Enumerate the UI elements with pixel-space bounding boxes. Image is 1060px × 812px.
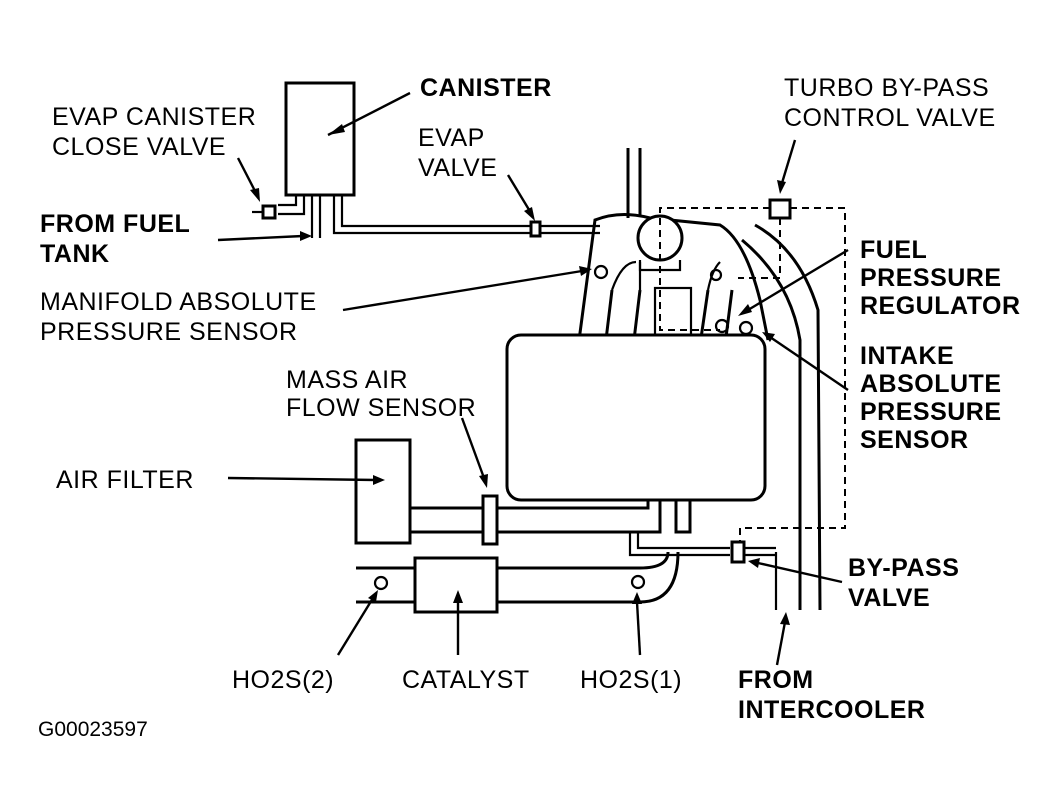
manifold-port	[709, 268, 723, 282]
label-evap-valve-1: EVAP	[418, 124, 485, 152]
fuel-pressure-regulator-port	[714, 318, 730, 334]
figure-id: G00023597	[38, 718, 148, 741]
label-from-fuel-tank-1: FROM FUEL	[40, 210, 190, 238]
label-evap-canister-close-valve-2: CLOSE VALVE	[52, 133, 226, 161]
canister-port-mid	[310, 196, 322, 238]
label-fuel-pressure-regulator-2: PRESSURE	[860, 264, 1002, 292]
label-from-intercooler-2: INTERCOOLER	[738, 696, 925, 724]
label-bypass-valve-2: VALVE	[848, 584, 930, 612]
label-turbo-bypass-2: CONTROL VALVE	[784, 104, 996, 132]
label-ho2s1: HO2S(1)	[580, 666, 682, 694]
intake-manifold	[576, 213, 770, 349]
label-intake-absolute-2: ABSOLUTE	[860, 370, 1002, 398]
label-evap-canister-close-valve-1: EVAP CANISTER	[52, 103, 256, 131]
canister-purge-line	[332, 196, 532, 235]
exhaust-pipe	[356, 551, 680, 604]
canister-body	[284, 81, 356, 197]
evap-canister-close-valve	[261, 204, 277, 220]
label-evap-valve-2: VALVE	[418, 154, 497, 182]
label-air-filter: AIR FILTER	[56, 466, 194, 494]
label-canister: CANISTER	[420, 74, 552, 102]
intake-absolute-pressure-sensor-port	[738, 320, 754, 336]
catalyst-body	[413, 556, 499, 614]
engine-block	[505, 333, 767, 502]
label-intake-absolute-4: SENSOR	[860, 426, 969, 454]
evap-valve	[529, 220, 542, 238]
label-fuel-pressure-regulator-1: FUEL	[860, 236, 927, 264]
ho2s2-sensor	[373, 575, 389, 591]
label-fuel-pressure-regulator-3: REGULATOR	[860, 292, 1021, 320]
mass-air-flow-sensor	[481, 494, 499, 546]
map-sensor-port	[593, 264, 609, 280]
canister-port-left	[278, 195, 306, 216]
air-intake-tube	[410, 506, 630, 534]
label-ho2s2: HO2S(2)	[232, 666, 334, 694]
label-manifold-absolute-2: PRESSURE SENSOR	[40, 318, 298, 346]
bypass-valve	[730, 540, 746, 564]
label-maf-2: FLOW SENSOR	[286, 394, 476, 422]
label-bypass-valve-1: BY-PASS	[848, 554, 959, 582]
label-from-fuel-tank-2: TANK	[40, 240, 110, 268]
air-filter-box	[354, 438, 412, 545]
label-intake-absolute-1: INTAKE	[860, 342, 954, 370]
label-manifold-absolute-1: MANIFOLD ABSOLUTE	[40, 288, 317, 316]
label-turbo-bypass-1: TURBO BY-PASS	[784, 74, 989, 102]
turbo-bypass-control-valve	[768, 198, 792, 220]
leader-arrows	[217, 91, 849, 666]
ho2s1-sensor	[630, 574, 646, 590]
label-from-intercooler-1: FROM	[738, 666, 814, 694]
label-intake-absolute-3: PRESSURE	[860, 398, 1002, 426]
label-catalyst: CATALYST	[402, 666, 530, 694]
turbo-vacuum-lines	[659, 207, 846, 545]
label-maf-1: MASS AIR	[286, 366, 408, 394]
